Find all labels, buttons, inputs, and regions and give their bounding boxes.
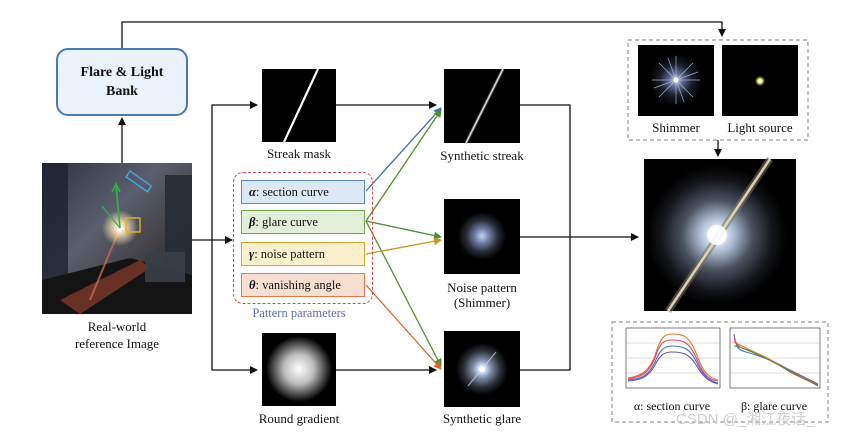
- param-alpha-text: : section curve: [255, 185, 329, 199]
- pattern-parameters-frame: [233, 172, 373, 304]
- section-curve-plot: [625, 327, 721, 389]
- theta-to-glare-arrow: [365, 284, 442, 370]
- gamma-to-noise-arrow: [365, 237, 442, 255]
- noise-pattern-image: [444, 199, 520, 274]
- param-beta-symbol: β: [249, 215, 256, 229]
- reference-label-line2: reference Image: [74, 336, 160, 351]
- reference-label-line1: Real-world: [87, 319, 147, 334]
- bank-title-line2: Bank: [106, 84, 138, 99]
- synthetic-glare-label: Synthetic glare: [442, 411, 522, 426]
- watermark: CSDN @_湘江夜话_: [676, 411, 815, 428]
- to-round-gradient-arrow: [211, 240, 258, 374]
- param-gamma: γ: noise pattern: [241, 242, 365, 266]
- light-source-label: Light source: [727, 120, 793, 135]
- param-theta-text: : vanishing angle: [255, 278, 341, 292]
- streak-mask-label: Streak mask: [267, 146, 331, 161]
- param-alpha: α: section curve: [241, 180, 365, 204]
- param-theta: θ: vanishing angle: [241, 273, 365, 297]
- streak-mask-image: [262, 68, 336, 143]
- beta-to-streak-arrow: [365, 109, 442, 222]
- glare-curve-plot: [729, 327, 821, 389]
- round-gradient-label: Round gradient: [258, 411, 340, 426]
- light-source-image: [722, 45, 798, 116]
- shimmer-label: Shimmer: [652, 120, 700, 135]
- param-theta-symbol: θ: [249, 278, 256, 292]
- synthetic-streak-image: [444, 68, 520, 144]
- synthetic-glare-image: [444, 331, 520, 407]
- noise-pattern-label-line2: (Shimmer): [453, 295, 511, 310]
- pattern-parameters-title: Pattern parameters: [252, 306, 346, 320]
- round-gradient-image: [262, 333, 336, 406]
- final-flare-image: [644, 157, 796, 313]
- synthetic-streak-label: Synthetic streak: [440, 148, 524, 163]
- shimmer-image: [638, 45, 714, 116]
- alpha-to-streak-arrow: [365, 107, 442, 192]
- glare-curve-label: β: glare curve: [740, 399, 808, 413]
- section-curve-label: α: section curve: [633, 399, 711, 413]
- param-gamma-text: : noise pattern: [254, 247, 326, 261]
- to-streak-mask-arrow: [211, 101, 258, 240]
- param-beta-text: : glare curve: [255, 215, 318, 229]
- beta-to-noise-arrow: [365, 220, 442, 240]
- param-beta: β: glare curve: [241, 210, 365, 234]
- beta-to-glare-arrow: [365, 220, 442, 367]
- noise-pattern-label-line1: Noise pattern: [447, 280, 517, 295]
- param-alpha-symbol: α: [249, 185, 256, 199]
- param-gamma-symbol: γ: [249, 247, 255, 261]
- curves-frame: [611, 321, 829, 423]
- bank-title-line1: Flare & Light: [80, 65, 164, 80]
- bank-to-samples-arrow: [121, 21, 726, 48]
- reference-image: [42, 163, 192, 314]
- flare-light-bank-box: Flare & Light Bank: [56, 48, 188, 116]
